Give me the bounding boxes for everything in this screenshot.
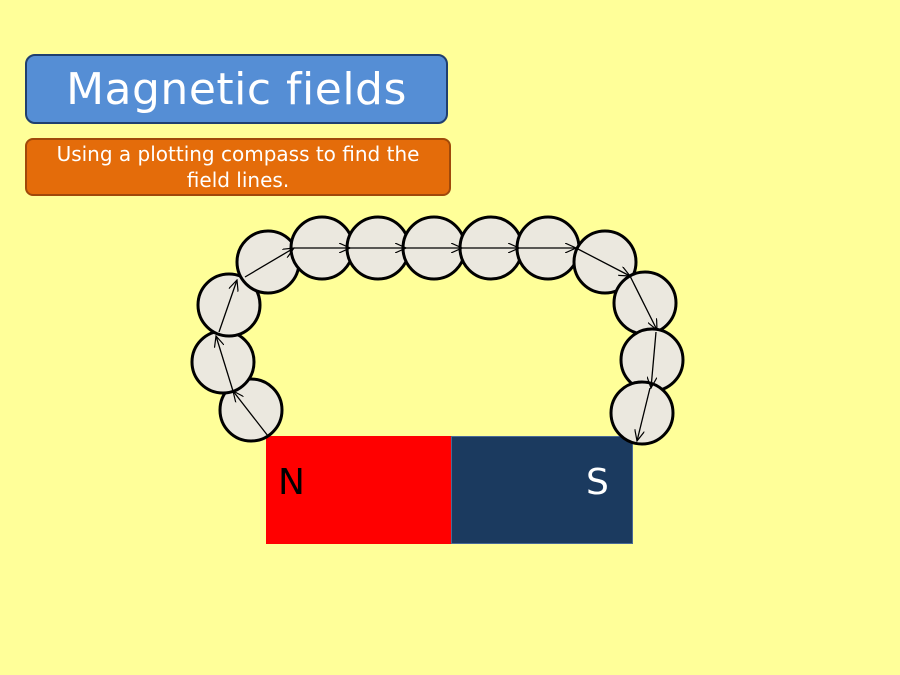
magnet-south-pole [451, 436, 633, 544]
subtitle-banner: Using a plotting compass to find the fie… [25, 138, 451, 196]
plotting-compass [609, 380, 675, 446]
plotting-compass [612, 270, 678, 336]
south-label: S [586, 462, 609, 503]
plotting-compass [235, 229, 301, 295]
compass-needle-arrow-icon [233, 391, 269, 437]
compass-needle-arrow-icon [629, 275, 657, 330]
compass-needle-arrow-icon [218, 280, 237, 333]
page-subtitle: Using a plotting compass to find the fie… [56, 142, 420, 192]
plotting-compass [190, 329, 256, 395]
compass-group [190, 215, 685, 446]
page-title: Magnetic fields [66, 63, 407, 115]
compass-needle-arrow-icon [216, 336, 234, 392]
compass-needle-arrow-icon [651, 331, 656, 388]
title-banner: Magnetic fields [25, 54, 448, 124]
plotting-compass [572, 229, 638, 295]
north-label: N [278, 462, 305, 503]
compass-needle-arrow-icon [637, 387, 651, 441]
compass-needle-arrow-icon [575, 247, 630, 276]
compass-needle-arrow-icon [244, 248, 294, 278]
magnet-north-pole [266, 436, 451, 544]
